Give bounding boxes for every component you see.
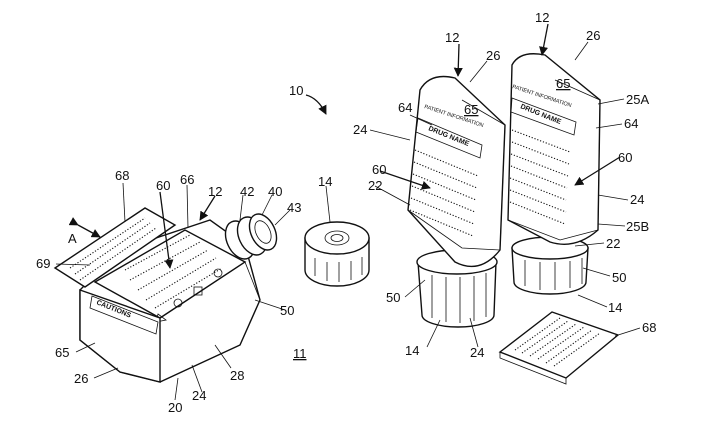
bottle-upright-middle: PATIENT INFORMATION DRUG NAME	[407, 75, 506, 328]
ref-60-right: 60	[618, 150, 632, 165]
ref-24-right: 24	[630, 192, 644, 207]
ref-14-cap: 14	[318, 174, 332, 189]
arrow-a-label: A	[68, 231, 77, 246]
ref-20: 20	[168, 400, 182, 415]
ref-60-mid: 60	[372, 162, 386, 177]
ref-24-bottom: 24	[470, 345, 484, 360]
ref-26-mid: 26	[486, 48, 500, 63]
ref-14-right: 14	[608, 300, 622, 315]
loose-cap	[304, 221, 370, 287]
ref-64-mid: 64	[398, 100, 412, 115]
ref-43: 43	[287, 200, 301, 215]
ref-50-right: 50	[612, 270, 626, 285]
bottle-lying-left: CAUTIONS	[53, 207, 278, 383]
ref-12-right: 12	[535, 10, 549, 25]
ref-64-right: 64	[624, 116, 638, 131]
bottle-upright-right: PATIENT INFORMATION DRUG NAME	[507, 53, 601, 295]
ref-26-left: 26	[74, 371, 88, 386]
ref-28: 28	[230, 368, 244, 383]
ref-12-left: 12	[208, 184, 222, 199]
ref-65-right: 65	[556, 76, 570, 91]
ref-60-left: 60	[156, 178, 170, 193]
ref-22-right: 22	[606, 236, 620, 251]
ref-25b: 25B	[626, 219, 649, 234]
ref-12-mid: 12	[445, 30, 459, 45]
loose-card	[498, 311, 620, 385]
ref-69: 69	[36, 256, 50, 271]
ref-42: 42	[240, 184, 254, 199]
ref-11: 11	[293, 346, 307, 361]
ref-25a: 25A	[626, 92, 649, 107]
ref-40: 40	[268, 184, 282, 199]
ref-22-mid: 22	[368, 178, 382, 193]
ref-68-left: 68	[115, 168, 129, 183]
ref-50-left: 50	[280, 303, 294, 318]
ref-65-mid: 65	[464, 102, 478, 117]
ref-68-card: 68	[642, 320, 656, 335]
ref-65-left: 65	[55, 345, 69, 360]
ref-14-mid: 14	[405, 343, 419, 358]
ref-10: 10	[289, 83, 303, 98]
ref-26-right: 26	[586, 28, 600, 43]
leader-lines	[55, 23, 641, 401]
ref-24-mid: 24	[353, 122, 367, 137]
ref-50-mid: 50	[386, 290, 400, 305]
ref-24-left: 24	[192, 388, 206, 403]
reference-numerals: 10 12 12 26 26 65 65 25A 64 64 24 60 60 …	[36, 10, 656, 415]
ref-66: 66	[180, 172, 194, 187]
